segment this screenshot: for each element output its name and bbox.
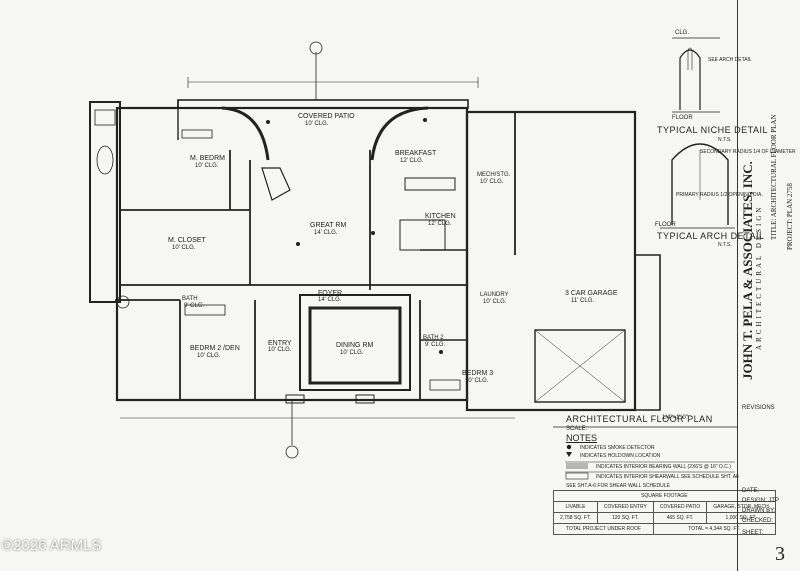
niche-see-arch: SEE ARCH DETAIL <box>708 57 752 63</box>
notes-title: NOTES <box>566 433 598 443</box>
watermark: ©2026 ARMLS <box>2 537 102 554</box>
room-m-bedrm-clg: 10' CLG. <box>195 163 219 169</box>
arch-secondary: SECONDARY RADIUS 1/4 OF DIAMETER <box>700 149 796 155</box>
room-mech-clg: 10' CLG. <box>480 179 504 185</box>
title-block: JOHN T. PELA & ASSOCIATES, INC. ARCHITEC… <box>737 0 800 571</box>
drawn-label: DRAWN BY: <box>742 508 776 514</box>
room-covered-patio-clg: 10' CLG. <box>305 121 329 127</box>
sheet-label: SHEET: <box>742 530 764 536</box>
room-bedrm3-clg: 10' CLG. <box>465 378 489 384</box>
arch-scale: N.T.S. <box>718 242 732 248</box>
room-foyer: FOYER <box>318 290 343 297</box>
arch-detail-title: TYPICAL ARCH DETAIL <box>657 231 765 241</box>
sheet-number: 3 <box>775 543 785 565</box>
room-entry-clg: 10' CLG. <box>268 347 292 353</box>
room-garage-clg: 11' CLG. <box>571 298 595 304</box>
room-great-rm-clg: 14' CLG. <box>314 230 338 236</box>
sqft-value-covered-patio: 465 SQ. FT. <box>652 512 708 524</box>
room-bedrm2: BEDRM 2 /DEN <box>190 345 240 352</box>
room-great-rm: GREAT RM <box>310 222 347 229</box>
sqft-total-label: TOTAL PROJECT UNDER ROOF <box>553 523 654 535</box>
room-dining: DINING RM <box>336 342 374 349</box>
plan-scale: SCALE: <box>566 426 588 432</box>
room-entry: ENTRY <box>268 340 292 347</box>
room-covered-patio: COVERED PATIO <box>298 113 355 120</box>
plan-title: ARCHITECTURAL FLOOR PLAN <box>566 414 713 424</box>
room-kitchen-clg: 12' CLG. <box>428 221 452 227</box>
sqft-header-covered-entry: COVERED ENTRY <box>596 501 654 513</box>
sqft-header-covered-patio: COVERED PATIO <box>652 501 708 513</box>
note-bearing-wall: INDICATES INTERIOR BEARING WALL (2x6's @… <box>596 464 731 470</box>
room-bath: BATH <box>182 296 198 302</box>
square-footage-table: SQUARE FOOTAGE LIVABLE COVERED ENTRY COV… <box>553 490 776 535</box>
revisions-label: REVISIONS <box>742 405 775 411</box>
firm-name: JOHN T. PELA & ASSOCIATES, INC. <box>740 161 755 380</box>
arch-floor: FLOOR <box>655 222 676 228</box>
room-bath2-clg: 9' CLG. <box>425 342 446 348</box>
room-m-closet-clg: 10' CLG. <box>172 245 196 251</box>
firm-sub: ARCHITECTURAL DESIGN <box>755 204 763 351</box>
note-shearwall: INDICATES INTERIOR SHEARWALL SEE SCHEDUL… <box>596 474 739 480</box>
checked-label: CHECKED: <box>742 518 774 524</box>
note-holdown: INDICATES HOLDOWN LOCATION <box>580 453 661 459</box>
room-foyer-clg: 14' CLG. <box>318 297 342 303</box>
sqft-total-value: TOTAL = 4,344 SQ. FT. <box>652 523 776 535</box>
project-name: PROJECT: PLAN 2758 <box>786 183 794 250</box>
room-bedrm3: BEDRM 3 <box>462 370 494 377</box>
niche-detail-title: TYPICAL NICHE DETAIL <box>657 125 769 135</box>
design-label: DESIGN: JTP <box>742 498 780 504</box>
room-bedrm2-clg: 10' CLG. <box>197 353 221 359</box>
note-shear-schedule: SEE SHT.A-6 FOR SHEAR WALL SCHEDULE <box>566 483 670 489</box>
room-laundry-clg: 10' CLG. <box>483 299 507 305</box>
room-bath2: BATH 2 <box>423 335 444 341</box>
sqft-value-livable: 2,758 SQ. FT. <box>553 512 598 524</box>
room-mech: MECH/STG. <box>477 172 511 178</box>
date-label: DATE: <box>742 488 760 494</box>
room-m-bedrm: M. BEDRM <box>190 155 225 162</box>
room-garage: 3 CAR GARAGE <box>565 290 618 297</box>
sqft-value-covered-entry: 120 SQ. FT. <box>596 512 654 524</box>
arch-primary: PRIMARY RADIUS 1/2 OPENING DIA. <box>676 192 763 198</box>
sheet-title: TITLE: ARCHITECTURAL FLOOR PLAN <box>770 114 778 240</box>
sqft-header-livable: LIVABLE <box>553 501 598 513</box>
room-laundry: LAUNDRY <box>480 292 509 298</box>
room-breakfast-clg: 12' CLG. <box>400 158 424 164</box>
plan-scale-value: 1/4"=1'-0" <box>662 415 688 421</box>
room-kitchen: KITCHEN <box>425 213 456 220</box>
room-breakfast: BREAKFAST <box>395 150 437 157</box>
niche-clg: CLG. <box>675 30 690 36</box>
room-dining-clg: 10' CLG. <box>340 350 364 356</box>
room-m-closet: M. CLOSET <box>168 237 206 244</box>
room-bath-clg: 9' CLG. <box>184 303 205 309</box>
niche-scale: N.T.S. <box>718 137 732 143</box>
note-smoke-detector: INDICATES SMOKE DETECTOR <box>580 445 655 451</box>
niche-floor: FLOOR <box>672 115 693 121</box>
